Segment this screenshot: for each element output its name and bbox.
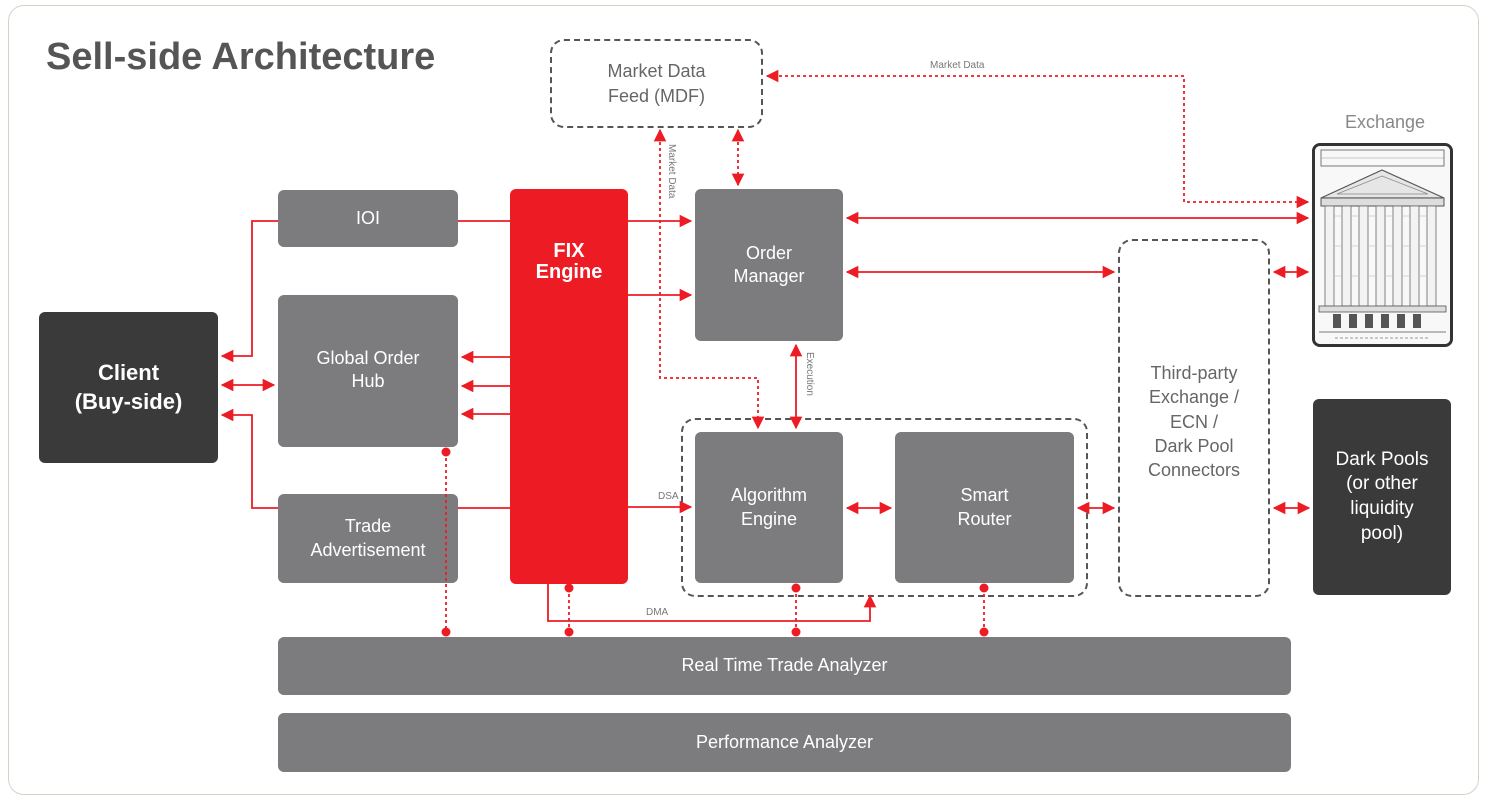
smart-router-box: Smart Router [895,432,1074,583]
connector-dot [564,627,574,637]
execution-label: Execution [804,352,815,396]
dsa-label: DSA [658,491,679,502]
diagram-title: Sell-side Architecture [46,36,436,78]
dark-pools-box: Dark Pools (or other liquidity pool) [1313,399,1451,595]
market-data-vertical-label: Market Data [666,144,677,199]
real-time-trade-analyzer-bar: Real Time Trade Analyzer [278,637,1291,695]
mdf-algorithm-connector [653,128,765,430]
client-trade-advertisement-connector [220,408,278,509]
connector-dot [791,583,801,593]
hub-algorithm-dsa-connector [460,379,693,514]
global-order-hub-box: Global Order Hub [278,295,458,447]
exchange-label: Exchange [1344,112,1426,132]
dma-label: DMA [646,607,669,618]
ioi-box: IOI [278,190,458,247]
market-data-feed-box: Market Data Feed (MDF) [550,39,763,128]
market-data-top-label: Market Data [930,60,985,71]
exchange-building-illustration [1315,146,1450,344]
exchange-building-image [1312,143,1453,347]
connector-dot [441,447,451,457]
client-buy-side-box: Client (Buy-side) [39,312,218,463]
trade-advertisement-box: Trade Advertisement [278,494,458,583]
mdf-exchange-connector [765,69,1310,209]
hub-smart-router-dma-connector [460,407,877,622]
connector-dot [979,583,989,593]
connector-dot [441,627,451,637]
third-party-connectors-box: Third-party Exchange / ECN / Dark Pool C… [1118,239,1270,597]
connector-dot [979,627,989,637]
hub-order-manager-connector [460,288,693,364]
client-ioi-connector [220,220,278,363]
connector-dot [564,583,574,593]
performance-analyzer-bar: Performance Analyzer [278,713,1291,772]
connector-dot [791,627,801,637]
